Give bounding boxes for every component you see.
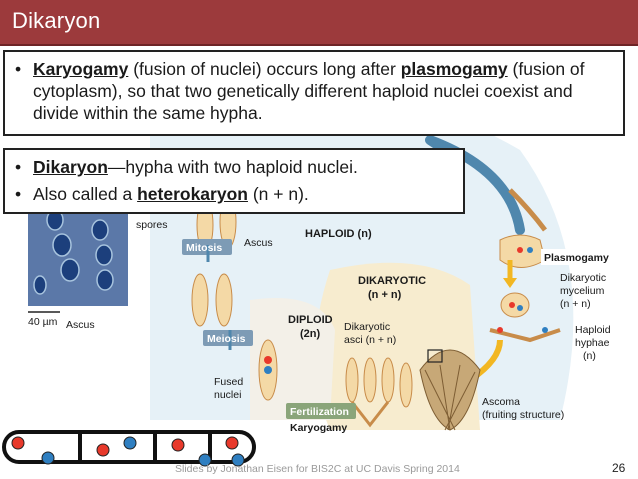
haploid-label: HAPLOID (n) [305,228,372,240]
page-number: 26 [612,461,626,475]
bullet: • [15,184,22,204]
box2-line1-text: —hypha with two haploid nuclei. [107,157,358,177]
hyphae-drawing [489,188,561,343]
box2-line2-text: Also called a [33,184,138,204]
ascoma-drawing [419,349,481,431]
dikaryon-keyword: Dikaryon [33,157,108,177]
ascoma-label-1: Ascoma [482,396,520,408]
micrograph-asci [33,209,114,295]
dikaryotic-asci-label-2: asci (n + n) [344,334,396,346]
title-bar: Dikaryon [0,0,638,46]
spores-label: spores [136,219,168,231]
meiosis-pill [203,330,253,346]
box1-text-2: (fusion of cytoplasm), so that two genet… [33,59,585,123]
ascus-drawing-meiosis [191,273,233,327]
fused-nuclei-label-2: nuclei [214,389,241,401]
mitosis-label: Mitosis [186,242,222,254]
karyogamy-keyword: Karyogamy [33,59,129,79]
fertilization-label: Fertilization [290,406,349,418]
ascoma-label-2: (fruiting structure) [482,409,564,421]
slide-footer: Slides by Jonathan Eisen for BIS2C at UC… [175,463,460,475]
karyogamy-text-box: • Karyogamy (fusion of nuclei) occurs lo… [3,50,625,136]
ascus-photo-label: Ascus [66,319,95,331]
diploid-n-label: (2n) [300,328,321,340]
fused-nuclei-label-1: Fused [214,376,243,388]
dikaryotic-asci-label-1: Dikaryotic [344,321,390,333]
haploid-hyphae-label-3: (n) [583,350,596,362]
haploid-hyphae-label-2: hyphae [575,337,610,349]
ascus-top-label: Ascus [244,237,273,249]
dikaryotic-mycelium-label-1: Dikaryotic [560,272,606,284]
scale-label: 40 µm [28,316,58,328]
diploid-label: DIPLOID [288,314,333,326]
box1-text-1: (fusion of nuclei) occurs long after [128,59,401,79]
plasmogamy-label: Plasmogamy [544,252,609,264]
dikaryotic-mycelium-label-2: mycelium [560,285,605,297]
plasmogamy-keyword: plasmogamy [400,59,508,79]
meiosis-label: Meiosis [207,333,246,345]
heterokaryon-keyword: heterokaryon [137,184,248,204]
hypha-nuclei [11,436,245,467]
hypha-compartment [2,430,256,464]
box2-line2-tail: (n + n). [247,184,309,204]
karyogamy-label: Karyogamy [290,422,347,434]
dikaryon-definition-box: • Dikaryon—hypha with two haploid nuclei… [3,148,465,214]
plasmogamy-pill [541,249,631,265]
fused-nuclei-asci [258,339,278,401]
haploid-hyphae-label-1: Haploid [575,324,611,336]
dikaryotic-asci [345,357,413,428]
dikaryotic-mycelium-label-3: (n + n) [560,298,591,310]
bullet: • [15,59,22,79]
dikaryotic-label: DIKARYOTIC [358,275,426,287]
bullet: • [15,157,22,177]
dikaryotic-n-label: (n + n) [368,289,402,301]
slide-title: Dikaryon [12,8,101,33]
fertilization-pill [286,403,356,419]
